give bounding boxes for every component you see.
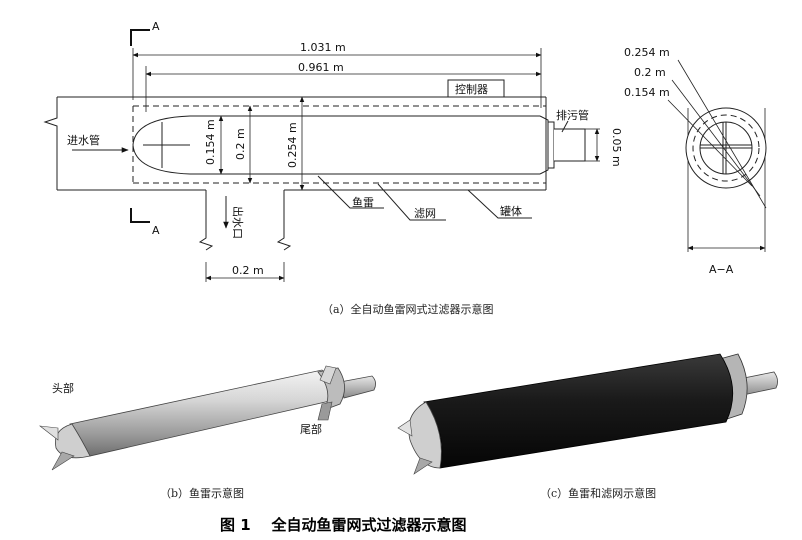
schematic-a: A A 1.031 m 0.961 m 控制器 — [43, 20, 623, 282]
dim-inner-length-label: 0.961 m — [298, 61, 344, 74]
dim-torpedo-dia-label: 0.154 m — [204, 119, 217, 165]
dim-tank-dia-label: 0.254 m — [286, 122, 299, 168]
drain-label: 排污管 — [556, 108, 589, 122]
tank-label: 罐体 — [500, 204, 522, 218]
controller-box: 控制器 — [447, 79, 505, 98]
caption-b: （b）鱼雷示意图 — [160, 486, 244, 500]
controller-label: 控制器 — [455, 82, 488, 96]
tail-label: 尾部 — [300, 422, 322, 436]
torpedo-render: 头部 尾部 — [38, 365, 376, 471]
dim-tank-dia: 0.254 m — [286, 96, 305, 191]
dim-screen-dia-label: 0.2 m — [234, 128, 247, 160]
section-mark-top-label: A — [152, 20, 160, 33]
leader-tank: 罐体 — [467, 189, 532, 219]
section-view-aa: 0.254 m 0.2 m 0.154 m A−A — [624, 46, 767, 276]
caption-a: （a）全自动鱼雷网式过滤器示意图 — [322, 302, 494, 316]
inlet-pipe: 进水管 — [67, 133, 129, 153]
outlet-width-label: 0.2 m — [232, 264, 264, 277]
section-d3-label: 0.154 m — [624, 86, 670, 99]
torpedo-schematic — [132, 115, 555, 175]
dim-overall-length: 1.031 m — [132, 41, 542, 108]
inlet-label: 进水管 — [67, 133, 100, 147]
dim-screen-dia: 0.2 m — [234, 105, 253, 184]
section-d1-label: 0.254 m — [624, 46, 670, 59]
section-mark-top: A — [130, 20, 160, 46]
head-label: 头部 — [52, 381, 74, 395]
section-d2-label: 0.2 m — [634, 66, 666, 79]
drain-dia-label: 0.05 m — [610, 128, 623, 167]
section-view-label: A−A — [709, 263, 734, 276]
outlet-label: 出水口 — [231, 206, 245, 239]
torpedo-label: 鱼雷 — [352, 195, 374, 209]
caption-c: （c）鱼雷和滤网示意图 — [540, 486, 656, 500]
screen-label: 滤网 — [414, 207, 436, 220]
drain-pipe: 0.05 m 排污管 — [554, 108, 623, 167]
dim-overall-length-label: 1.031 m — [300, 41, 346, 54]
dim-inner-length: 0.961 m — [145, 61, 542, 112]
leader-torpedo: 鱼雷 — [317, 175, 384, 209]
outlet-pipe: 出水口 0.2 m — [198, 190, 292, 282]
figure-title: 图 1 全自动鱼雷网式过滤器示意图 — [220, 516, 467, 534]
dim-torpedo-dia: 0.154 m — [204, 115, 224, 175]
section-mark-bottom-label: A — [152, 224, 160, 237]
section-mark-bottom: A — [130, 208, 160, 237]
torpedo-screen-render — [397, 353, 778, 475]
leader-screen: 滤网 — [377, 183, 446, 221]
